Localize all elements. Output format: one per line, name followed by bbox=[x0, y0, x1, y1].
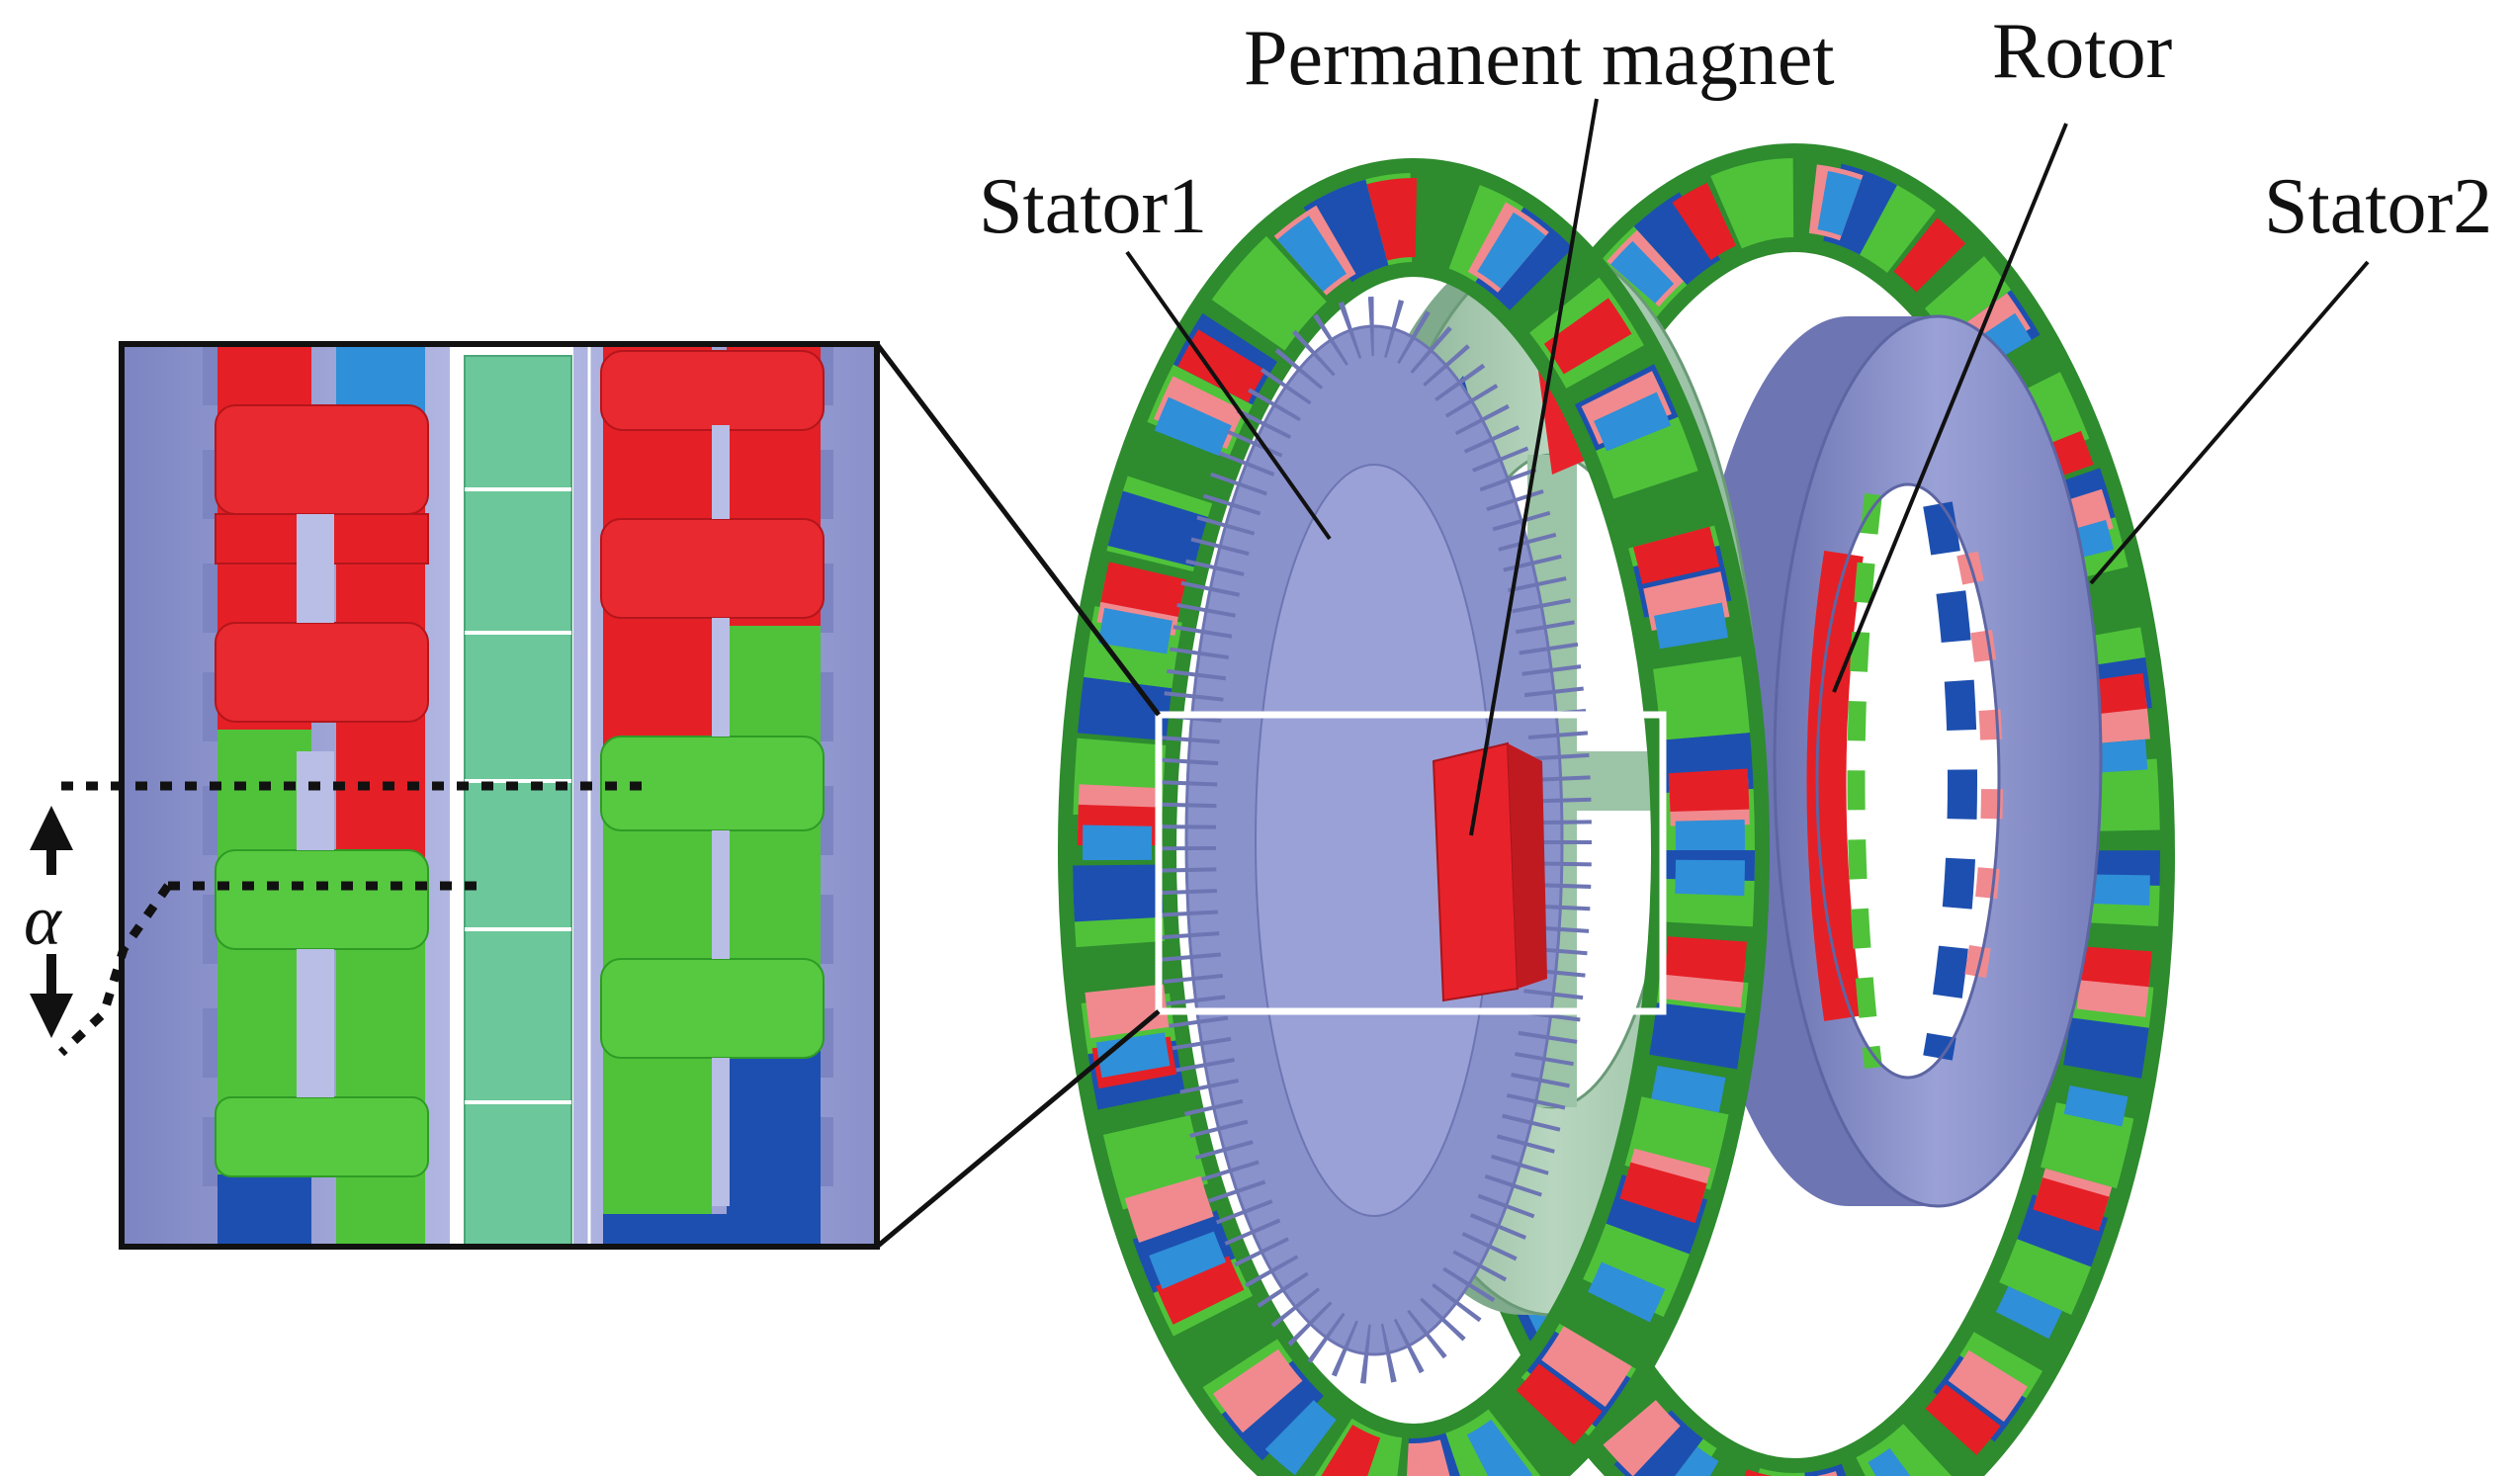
permanent-magnet-3d bbox=[1432, 741, 1547, 1002]
machine-3d bbox=[1058, 143, 2175, 1476]
inset-right-coils bbox=[600, 344, 825, 1247]
alpha-guides bbox=[57, 781, 648, 1057]
inset-zoom bbox=[122, 344, 877, 1247]
zoom-highlight-box bbox=[1155, 711, 1667, 1015]
stator1-coils bbox=[1058, 158, 1770, 1476]
alpha-label: α bbox=[24, 881, 62, 960]
label-stator2: Stator2 bbox=[2264, 163, 2492, 250]
connector-bottom bbox=[875, 1009, 1161, 1249]
inset-left-coils bbox=[215, 344, 429, 1247]
inset-frame bbox=[119, 341, 880, 1250]
stator1-ring bbox=[1157, 297, 1592, 1384]
label-permanent-magnet: Permanent magnet bbox=[1244, 15, 1835, 102]
label-stator1: Stator1 bbox=[979, 163, 1207, 250]
connector-top bbox=[875, 342, 1161, 717]
leader-lines bbox=[1125, 98, 2370, 836]
label-rotor: Rotor bbox=[1992, 8, 2172, 95]
stator2-ring bbox=[1686, 314, 2103, 1208]
alpha-arrow: α bbox=[24, 806, 73, 1038]
inset-rotor-strip bbox=[450, 344, 573, 1247]
